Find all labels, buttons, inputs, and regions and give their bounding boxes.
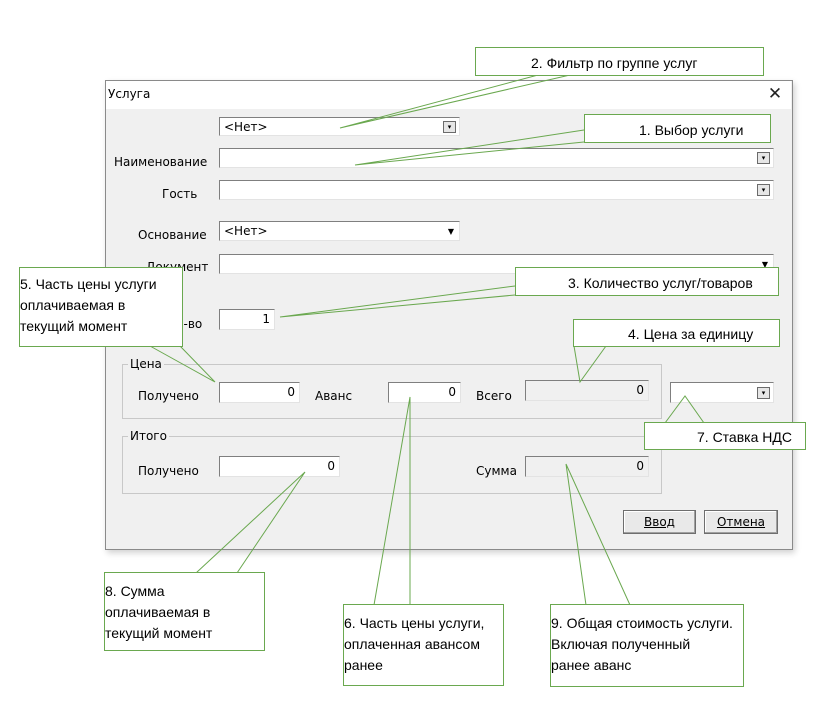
close-icon[interactable]: ✕ — [767, 83, 783, 104]
basis-label: Основание — [138, 228, 207, 242]
window-title: Услуга — [108, 87, 151, 101]
basis-select[interactable]: <Нет> — [219, 221, 460, 241]
guest-input[interactable] — [219, 180, 774, 200]
advance-input[interactable]: 0 — [388, 382, 461, 403]
callout-4: 4. Цена за единицу — [573, 319, 780, 347]
total-group-label: Итого — [128, 429, 169, 443]
callout-3: 3. Количество услуг/товаров — [515, 267, 779, 296]
callout-8-line-2: оплачиваемая в — [105, 604, 211, 620]
lookup-button-icon[interactable]: ▾ — [757, 387, 770, 399]
callout-9-line-3: ранее аванс — [551, 657, 632, 673]
name-label: Наименование — [114, 155, 208, 169]
callout-9-line-1: 9. Общая стоимость услуги. — [551, 615, 733, 631]
lookup-button-icon[interactable]: ▾ — [757, 184, 770, 196]
callout-8: 8. Сумма оплачиваемая в текущий момент — [104, 572, 265, 651]
callout-1-text: 1. Выбор услуги — [639, 122, 744, 138]
service-name-input[interactable] — [219, 148, 774, 168]
price-total-label: Всего — [476, 389, 512, 403]
callout-5-line-2: оплачиваемая в — [20, 297, 126, 313]
callout-5: 5. Часть цены услуги оплачиваемая в теку… — [19, 267, 183, 347]
price-received-input[interactable]: 0 — [219, 382, 300, 403]
callout-2-text: 2. Фильтр по группе услуг — [531, 55, 698, 71]
quantity-input[interactable]: 1 — [219, 309, 275, 330]
chevron-down-icon[interactable]: ▼ — [761, 259, 769, 269]
total-received-input[interactable]: 0 — [219, 456, 340, 477]
lookup-button-icon[interactable]: ▾ — [443, 121, 456, 133]
callout-7-text: 7. Ставка НДС — [697, 429, 792, 445]
title-bar — [106, 81, 791, 109]
callout-6-line-1: 6. Часть цены услуги, — [344, 615, 485, 631]
callout-6-line-2: оплаченная авансом — [344, 636, 480, 652]
callout-6-line-3: ранее — [344, 657, 383, 673]
callout-7: 7. Ставка НДС — [644, 422, 806, 450]
callout-5-line-3: текущий момент — [20, 318, 128, 334]
callout-2: 2. Фильтр по группе услуг — [475, 47, 764, 76]
callout-9-line-2: Включая полученный — [551, 636, 691, 652]
service-group-filter[interactable]: <Нет> — [219, 117, 460, 136]
sum-label: Сумма — [476, 464, 517, 478]
advance-label: Аванс — [315, 389, 353, 403]
callout-5-line-1: 5. Часть цены услуги — [20, 276, 157, 292]
total-sum-field: 0 — [525, 456, 649, 477]
price-received-label: Получено — [138, 389, 199, 403]
total-received-label: Получено — [138, 464, 199, 478]
callout-8-line-3: текущий момент — [105, 625, 213, 641]
cancel-button[interactable]: Отмена — [704, 510, 778, 534]
lookup-button-icon[interactable]: ▾ — [757, 152, 770, 164]
callout-4-text: 4. Цена за единицу — [628, 326, 754, 342]
callout-6: 6. Часть цены услуги, оплаченная авансом… — [343, 604, 504, 686]
callout-8-line-1: 8. Сумма — [105, 583, 165, 599]
unit-price-field: 0 — [525, 380, 649, 401]
callout-9: 9. Общая стоимость услуги. Включая получ… — [550, 604, 744, 687]
guest-label: Гость — [162, 187, 198, 201]
price-group-label: Цена — [128, 357, 164, 371]
ok-button[interactable]: Ввод — [623, 510, 696, 534]
callout-1: 1. Выбор услуги — [584, 114, 771, 143]
chevron-down-icon[interactable]: ▼ — [447, 226, 455, 236]
callout-3-text: 3. Количество услуг/товаров — [568, 275, 753, 291]
